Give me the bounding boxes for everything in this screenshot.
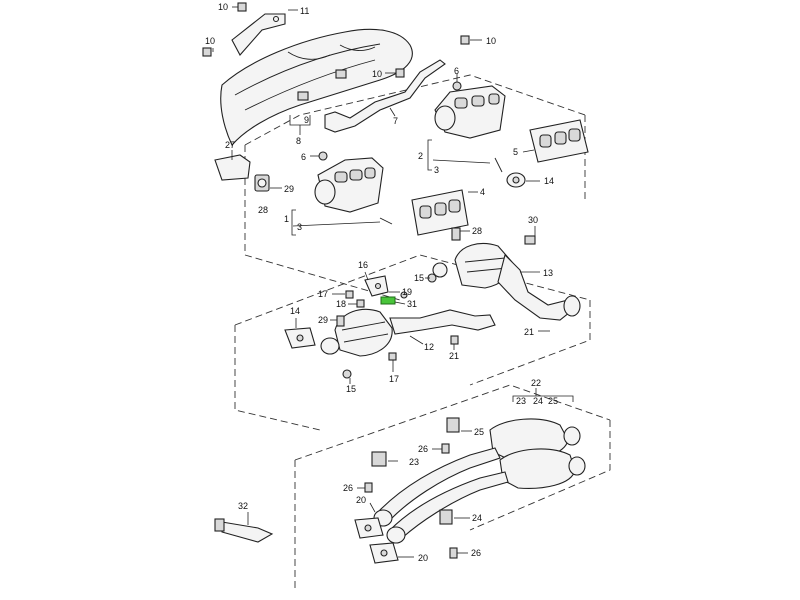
callout-25: 25: [548, 396, 558, 406]
nut-icon: [318, 151, 328, 161]
callout-28: 28: [472, 226, 482, 236]
callout-2: 2: [418, 151, 423, 161]
callout-30: 30: [528, 215, 538, 225]
callout-29: 29: [284, 184, 294, 194]
heat-shield: [220, 28, 413, 146]
callout-10: 10: [205, 36, 215, 46]
callout-24: 24: [533, 396, 543, 406]
callout-21: 21: [449, 351, 459, 361]
callout-29: 29: [318, 315, 328, 325]
gasket-left: [411, 189, 469, 236]
callout-9: 9: [304, 115, 309, 125]
callout-20: 20: [418, 553, 428, 563]
callout-5: 5: [513, 147, 518, 157]
bolt-icon: [336, 290, 459, 379]
callout-21: 21: [524, 327, 534, 337]
callout-16: 16: [358, 260, 368, 270]
leader-lines: [212, 6, 574, 558]
sensor-bracket: [214, 154, 270, 192]
callout-19: 19: [402, 287, 412, 297]
callout-10: 10: [218, 2, 228, 12]
catalytic-converter-left: [320, 308, 496, 357]
callout-24: 24: [472, 513, 482, 523]
catalytic-converter-assembly: [373, 418, 586, 544]
callout-14: 14: [290, 306, 300, 316]
callout-17: 17: [389, 374, 399, 384]
oxygen-sensor-icon: [364, 417, 460, 559]
stud-icon: [494, 157, 503, 173]
assembly-boundaries: [234, 74, 611, 590]
callout-labels: 10 11 10 10 10 6 9 8 7 2 3 5 14 6 4 27 2…: [205, 2, 558, 563]
callout-26: 26: [418, 444, 428, 454]
flange-gasket-right: [506, 172, 526, 188]
callout-23: 23: [516, 396, 526, 406]
callout-1: 1: [284, 214, 289, 224]
callout-17: 17: [318, 289, 328, 299]
heat-shield-bracket: [231, 13, 286, 56]
exhaust-manifold-left: [314, 157, 384, 213]
highlighted-part-31: [380, 296, 396, 305]
gasket-right: [529, 119, 589, 163]
callout-18: 18: [336, 299, 346, 309]
callout-26: 26: [471, 548, 481, 558]
sealant-tube: [214, 518, 274, 543]
callout-31: 31: [407, 299, 417, 309]
callout-15: 15: [414, 273, 424, 283]
flange-gasket-left: [284, 327, 316, 349]
callout-11: 11: [300, 6, 309, 16]
nut-icon: [452, 81, 462, 91]
callout-10: 10: [372, 69, 382, 79]
callout-27: 27: [225, 140, 235, 150]
exhaust-manifold-right: [434, 85, 506, 139]
callout-3: 3: [297, 222, 302, 232]
callout-28: 28: [258, 205, 268, 215]
callout-25: 25: [474, 427, 484, 437]
catalytic-converter-right: [432, 242, 581, 321]
callout-6: 6: [454, 66, 459, 76]
callout-12: 12: [424, 342, 434, 352]
callout-26: 26: [343, 483, 353, 493]
callout-23: 23: [409, 457, 419, 467]
callout-22: 22: [531, 378, 541, 388]
flange-gasket-lower: [354, 517, 399, 564]
callout-10: 10: [486, 36, 496, 46]
callout-15: 15: [346, 384, 356, 394]
callout-4: 4: [480, 187, 485, 197]
callout-13: 13: [543, 268, 553, 278]
callout-20: 20: [356, 495, 366, 505]
callout-3: 3: [434, 165, 439, 175]
callout-14: 14: [544, 176, 554, 186]
bracket-rail: [324, 59, 446, 133]
mounting-bracket: [364, 275, 389, 297]
callout-32: 32: [238, 501, 248, 511]
callout-7: 7: [393, 116, 398, 126]
callout-8: 8: [296, 136, 301, 146]
stud-icon: [379, 217, 393, 225]
callout-6: 6: [301, 152, 306, 162]
